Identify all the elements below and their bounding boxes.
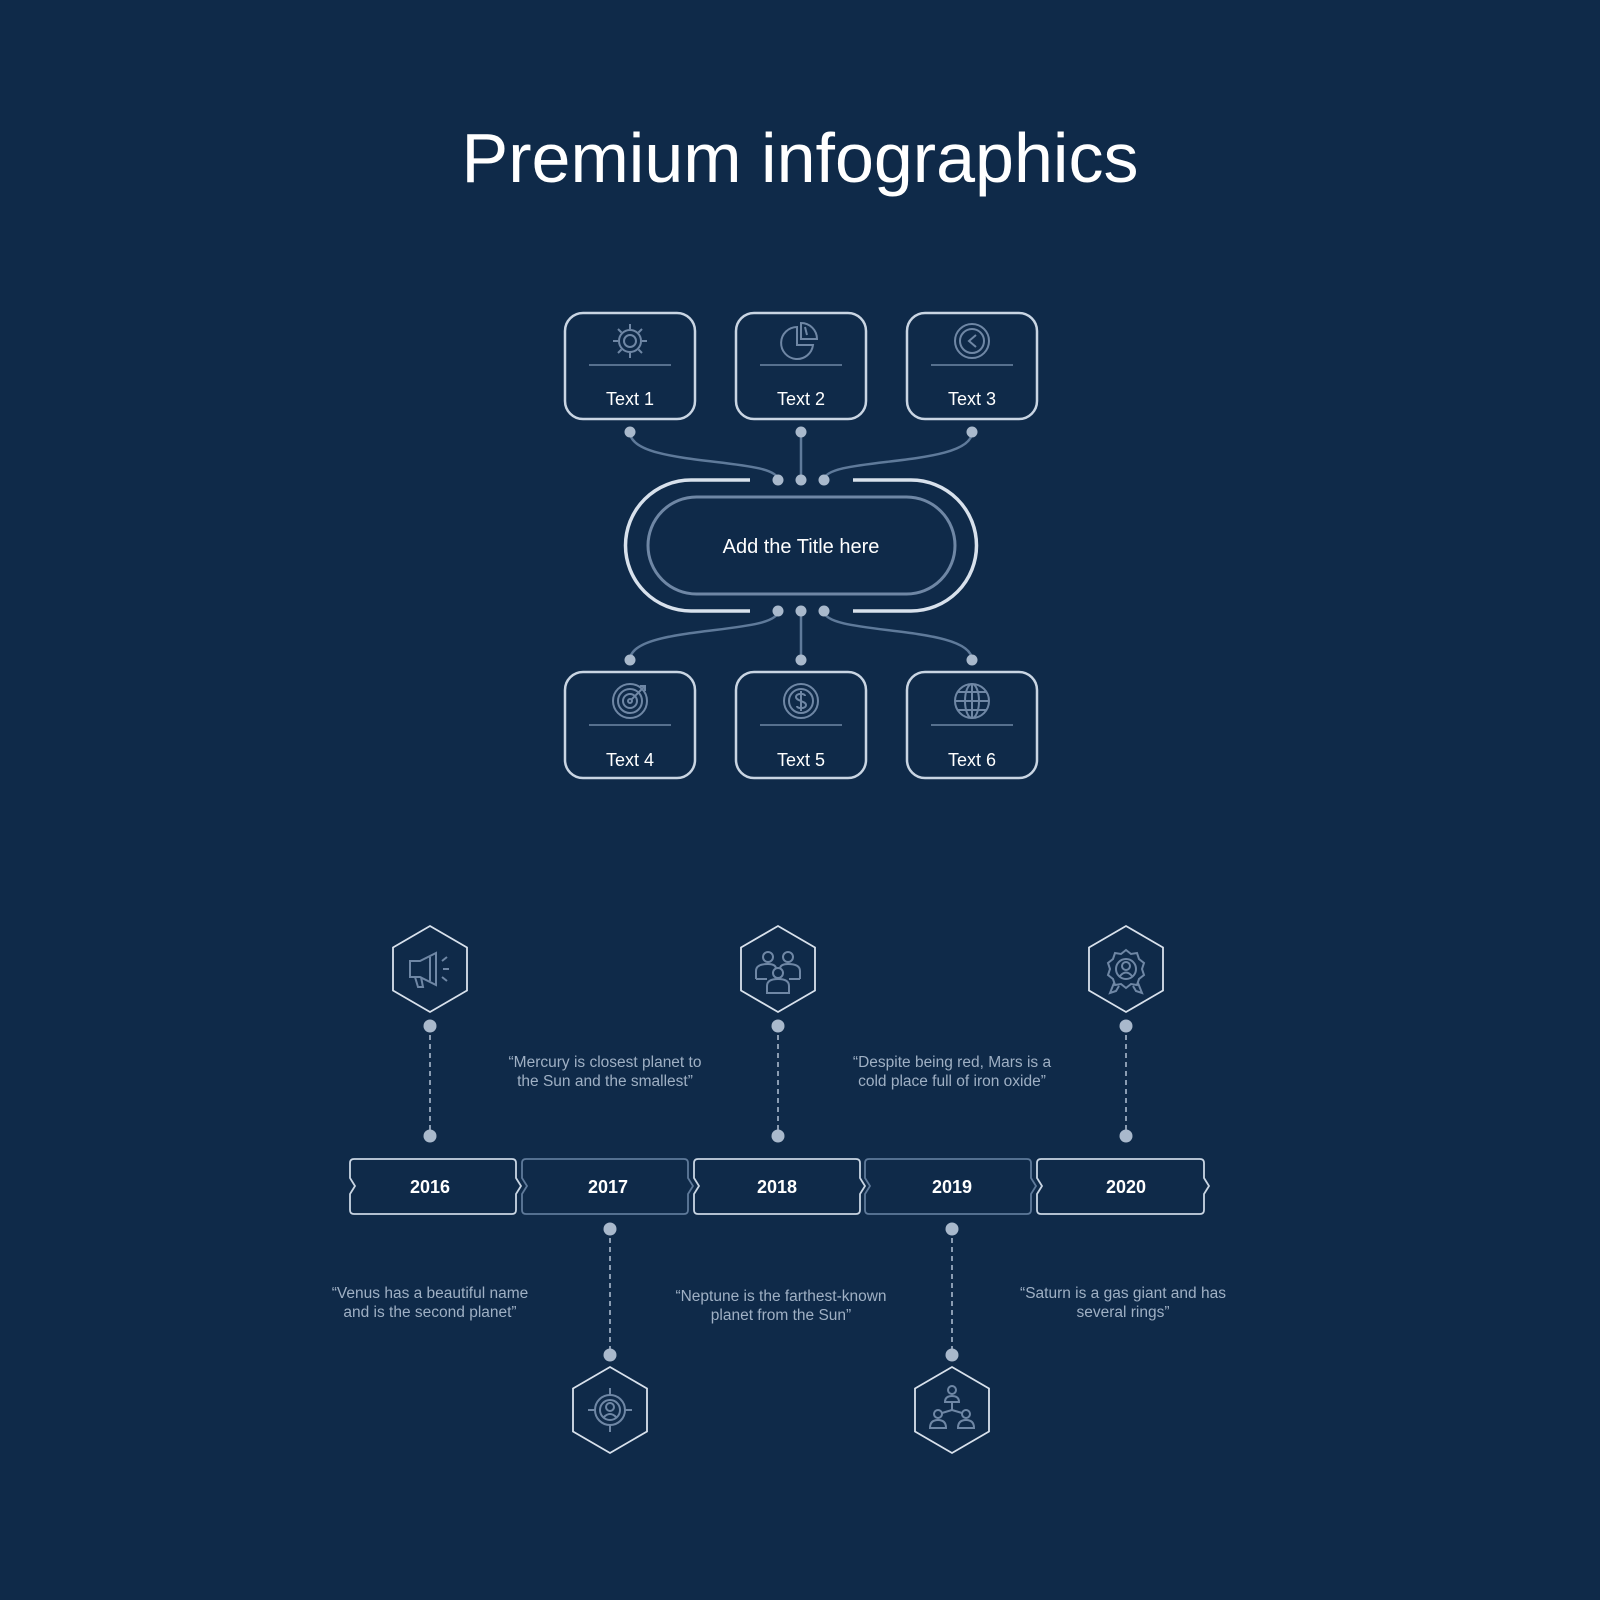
box-label: Text 3 — [948, 389, 996, 409]
megaphone-icon — [409, 951, 449, 988]
box-text-2: Text 2 — [734, 311, 868, 421]
award-icon — [1106, 948, 1146, 995]
hex-2017 — [572, 1365, 648, 1455]
user-target-icon — [588, 1388, 632, 1432]
quote-line: “Venus has a beautiful name — [332, 1285, 528, 1302]
hex-2016 — [392, 924, 468, 1014]
box-label: Text 2 — [777, 389, 825, 409]
gear-icon — [613, 324, 647, 358]
year-label: 2018 — [757, 1177, 797, 1197]
quote-line: “Despite being red, Mars is a — [853, 1054, 1052, 1071]
center-title: Add the Title here — [723, 536, 880, 558]
hex-2018 — [740, 924, 816, 1014]
dollar-coin-icon — [783, 683, 819, 719]
year-segment-2019: 2019 — [864, 1158, 1038, 1215]
quote-line: several rings” — [1076, 1304, 1169, 1321]
year-label: 2016 — [410, 1177, 450, 1197]
quote-line: “Mercury is closest planet to — [509, 1054, 702, 1071]
timeline-dots — [423, 1019, 1133, 1362]
year-label: 2019 — [932, 1177, 972, 1197]
box-text-1: Text 1 — [563, 311, 697, 421]
quote-2020: “Saturn is a gas giant and has several r… — [1020, 1285, 1226, 1321]
connectors-bottom — [628, 610, 974, 661]
pie-chart-icon — [780, 321, 819, 360]
box-label: Text 1 — [606, 389, 654, 409]
year-label: 2017 — [588, 1177, 628, 1197]
team-icon — [755, 951, 801, 994]
box-text-6: Text 6 — [905, 670, 1039, 780]
connectors-top — [628, 431, 974, 481]
box-text-5: Text 5 — [734, 670, 868, 780]
timeline-connectors — [429, 1026, 1127, 1355]
box-label: Text 4 — [606, 750, 654, 770]
year-segment-2016: 2016 — [349, 1158, 523, 1215]
box-text-3: Text 3 — [905, 311, 1039, 421]
quote-line: cold place full of iron oxide” — [858, 1073, 1046, 1090]
box-label: Text 6 — [948, 750, 996, 770]
hex-2020 — [1088, 924, 1164, 1014]
box-text-4: Text 4 — [563, 670, 697, 780]
quote-line: “Saturn is a gas giant and has — [1020, 1285, 1226, 1302]
page-title: Premium infographics — [461, 119, 1139, 197]
globe-icon — [954, 683, 990, 719]
year-segment-2018: 2018 — [693, 1158, 867, 1215]
hierarchy-icon — [928, 1385, 976, 1429]
quote-line: “Neptune is the farthest-known — [675, 1288, 886, 1305]
hex-2019 — [914, 1365, 990, 1455]
year-segment-2020: 2020 — [1036, 1158, 1211, 1215]
target-icon — [612, 683, 648, 719]
timeline-segments: 2016 2017 2018 2019 2020 — [349, 1158, 1211, 1215]
quote-2017: “Mercury is closest planet to the Sun an… — [509, 1054, 702, 1090]
year-label: 2020 — [1106, 1177, 1146, 1197]
year-segment-2017: 2017 — [521, 1158, 695, 1215]
quote-2018: “Neptune is the farthest-known planet fr… — [675, 1288, 886, 1324]
quote-line: planet from the Sun” — [711, 1307, 851, 1324]
quote-2016: “Venus has a beautiful name and is the s… — [332, 1285, 528, 1321]
clock-icon — [954, 323, 990, 359]
connector-dots — [624, 426, 978, 666]
quote-line: and is the second planet” — [343, 1304, 516, 1321]
center-title-pill: Add the Title here — [623, 478, 979, 613]
quote-line: the Sun and the smallest” — [517, 1073, 693, 1090]
quote-2019: “Despite being red, Mars is a cold place… — [853, 1054, 1052, 1090]
box-label: Text 5 — [777, 750, 825, 770]
